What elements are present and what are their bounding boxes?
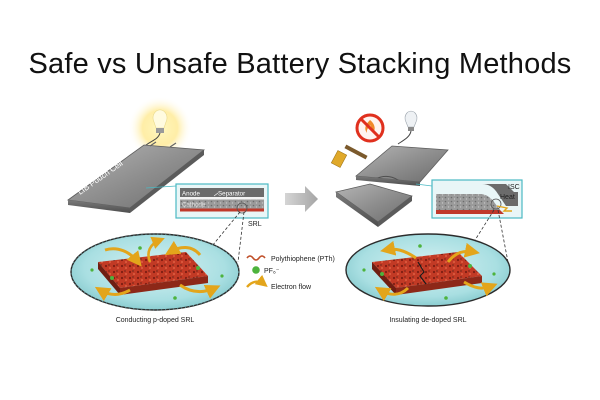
transition-arrow-icon: [285, 186, 318, 212]
srl-slab-conducting: [98, 252, 208, 295]
spark-icon: [496, 205, 512, 212]
legend-label-pf6: PF₆⁻: [264, 268, 280, 275]
srl-slab-insulating: [372, 252, 482, 295]
page-title: Safe vs Unsafe Battery Stacking Methods: [28, 48, 572, 80]
legend-item-polythiophene: Polythiophene (PTh): [246, 255, 335, 263]
damaged-cell-upper: [355, 145, 449, 186]
legend-label-electron-flow: Electron flow: [271, 284, 312, 291]
green-sphere-icon: [252, 266, 260, 274]
zoom-dash-left-a: [211, 211, 241, 247]
right-srl-disc: [345, 233, 511, 307]
right-caption: Insulating de-doped SRL: [389, 317, 466, 324]
callout-line: [145, 185, 177, 189]
legend: Polythiophene (PTh) PF₆⁻ Electron flow: [246, 255, 335, 291]
hammer-icon: [330, 144, 368, 168]
callout-line-right: [415, 183, 433, 187]
inset-separator-label: Separator: [218, 191, 245, 198]
zoom-dash-right-b: [497, 209, 509, 263]
legend-label-polythiophene: Polythiophene (PTh): [271, 256, 335, 263]
unlit-bulb-icon: [397, 110, 418, 145]
legend-item-pf6: PF₆⁻: [252, 266, 280, 275]
left-caption: Conducting p-doped SRL: [116, 317, 195, 324]
right-inset: ISC Heat: [431, 179, 523, 219]
legend-item-electron-flow: Electron flow: [246, 274, 312, 291]
inset-cathode-label: Cathode: [182, 202, 206, 209]
inset-anode-label: Anode: [182, 191, 200, 198]
no-fire-icon: [355, 113, 385, 143]
lit-bulb-icon: [128, 96, 192, 160]
left-srl-disc: [70, 233, 240, 311]
inset-srl-label: SRL: [248, 221, 262, 228]
curved-arrow-icon: [246, 274, 268, 288]
left-inset: Anode Separator Cathode SRL: [175, 183, 269, 228]
zoom-dash-left-b: [237, 211, 245, 263]
squiggle-icon: [246, 255, 266, 261]
damaged-cell-lower: [335, 183, 413, 227]
inset-heat-label: Heat: [500, 194, 515, 201]
inset-isc-label: ISC: [508, 184, 520, 191]
lib-pouch-cell: LIB Pouch Cell: [66, 141, 206, 213]
